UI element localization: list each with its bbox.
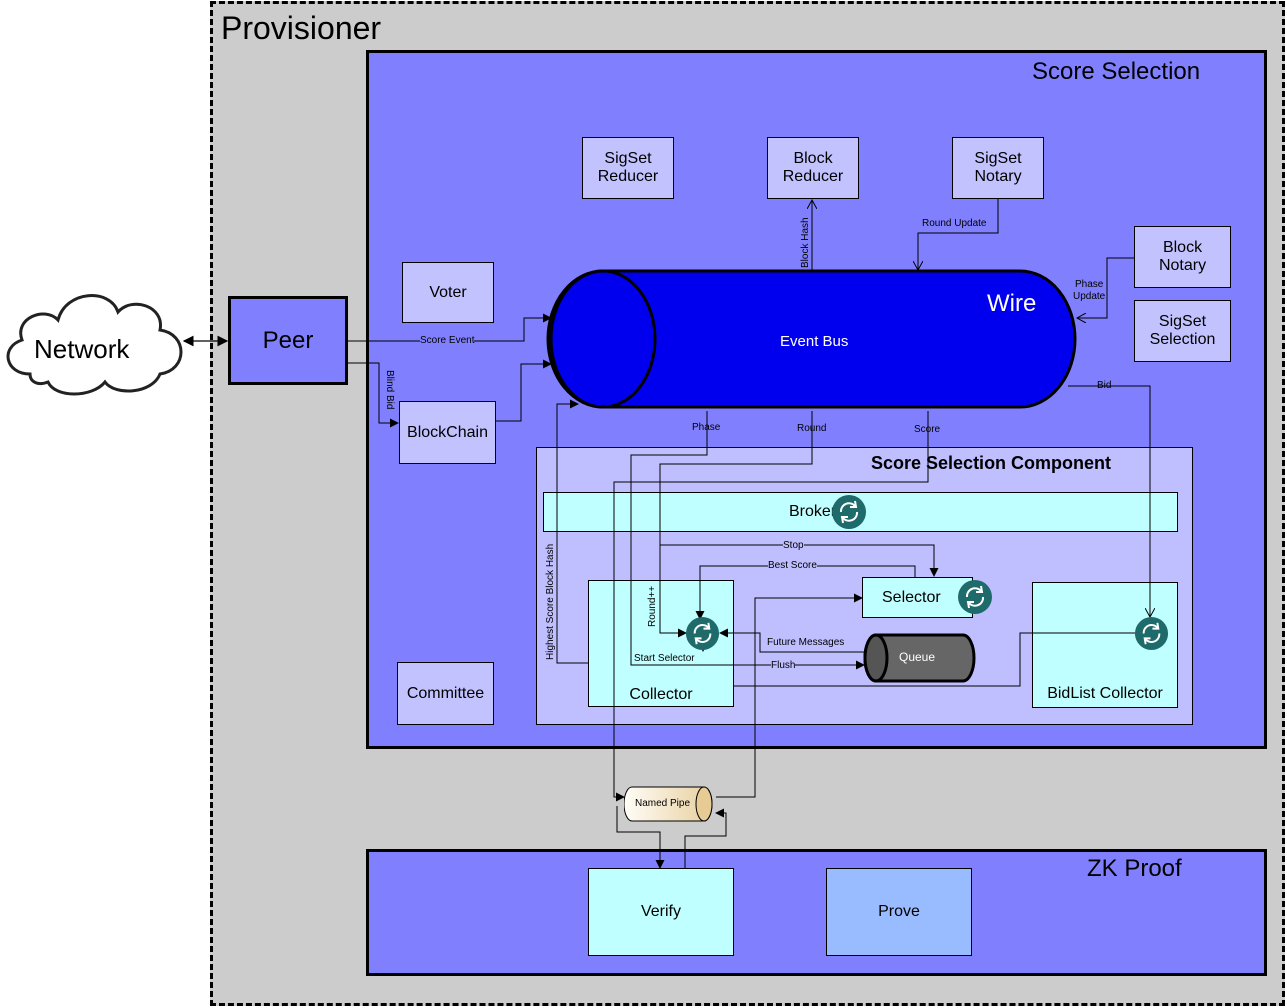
block-reducer-line1: Block	[793, 150, 833, 167]
verify-node[interactable]: Verify	[588, 868, 734, 956]
collector-refresh-icon	[685, 616, 720, 651]
block-reducer-node[interactable]: Block Reducer	[767, 137, 859, 199]
edge-future-messages: Future Messages	[767, 637, 845, 648]
queue-label: Queue	[899, 650, 936, 664]
broker-label: Broker	[788, 503, 837, 520]
edge-blind-bid: Blind Bid	[384, 370, 395, 410]
bidlist-refresh-icon	[1134, 616, 1169, 651]
edge-round-update: Round Update	[922, 218, 987, 229]
network-label: Network	[34, 334, 130, 364]
peer-label: Peer	[262, 326, 314, 354]
sigset-selection-line1: SigSet	[1158, 313, 1207, 330]
edge-phase-update-1: Phase	[1075, 279, 1104, 290]
sigset-notary-line2: Notary	[974, 168, 1022, 185]
collector-label: Collector	[629, 686, 693, 703]
blockchain-label: BlockChain	[407, 423, 488, 441]
committee-label: Committee	[406, 684, 485, 702]
edge-start-selector: Start Selector	[634, 653, 695, 664]
event-bus-cylinder[interactable]	[545, 268, 1081, 414]
named-pipe-label: Named Pipe	[635, 798, 691, 809]
event-bus-label: Event Bus	[780, 333, 849, 350]
named-pipe-cylinder[interactable]	[624, 786, 716, 822]
edge-phase: Phase	[692, 422, 721, 433]
bidlist-collector-label: BidList Collector	[1047, 685, 1163, 702]
block-notary-node[interactable]: Block Notary	[1134, 226, 1231, 288]
broker-refresh-icon	[832, 495, 866, 529]
voter-node[interactable]: Voter	[402, 262, 494, 323]
edge-best-score: Best Score	[768, 560, 817, 571]
edge-phase-update-2: Update	[1073, 291, 1106, 302]
voter-label: Voter	[429, 283, 467, 301]
block-reducer-line2: Reducer	[782, 168, 844, 185]
sigset-notary-node[interactable]: SigSet Notary	[952, 137, 1044, 199]
selector-refresh-icon	[958, 580, 992, 614]
queue-cylinder[interactable]	[863, 633, 977, 683]
blockchain-node[interactable]: BlockChain	[399, 401, 496, 464]
sigset-reducer-line2: Reducer	[597, 168, 659, 185]
zk-proof-title: ZK Proof	[1087, 855, 1182, 882]
peer-node[interactable]: Peer	[228, 296, 348, 385]
selector-label: Selector	[882, 588, 941, 606]
block-notary-line1: Block	[1162, 239, 1203, 256]
edge-stop: Stop	[783, 540, 804, 551]
prove-node[interactable]: Prove	[826, 868, 972, 956]
prove-label: Prove	[878, 903, 920, 920]
edge-round-pp: Round++	[647, 585, 658, 627]
edge-flush: Flush	[771, 660, 796, 671]
edge-block-hash: Block Hash	[800, 217, 811, 268]
zk-proof-group	[366, 849, 1267, 976]
edge-score: Score	[914, 424, 941, 435]
edge-highest-score-block-hash: Highest Score Block Hash	[545, 543, 556, 660]
sigset-reducer-node[interactable]: SigSet Reducer	[582, 137, 674, 199]
network-cloud-icon	[6, 294, 183, 396]
component-title: Score Selection Component	[871, 453, 1112, 473]
score-selection-title: Score Selection	[1032, 58, 1201, 85]
edge-round: Round	[797, 423, 827, 434]
sigset-selection-line2: Selection	[1149, 331, 1216, 348]
wire-label: Wire	[987, 290, 1037, 317]
verify-label: Verify	[640, 903, 681, 920]
sigset-reducer-line1: SigSet	[604, 150, 652, 167]
sigset-notary-line1: SigSet	[974, 150, 1022, 167]
edge-score-event: Score Event	[420, 335, 475, 346]
sigset-selection-node[interactable]: SigSet Selection	[1134, 300, 1231, 362]
provisioner-title: Provisioner	[221, 10, 382, 46]
edge-bid: Bid	[1097, 380, 1112, 391]
block-notary-line2: Notary	[1158, 257, 1207, 274]
committee-node[interactable]: Committee	[397, 662, 494, 725]
